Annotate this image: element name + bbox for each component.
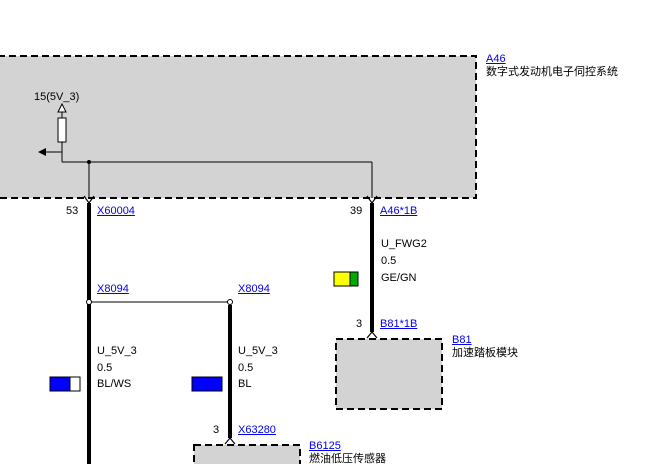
resistor-symbol xyxy=(57,117,67,143)
swatch-bl xyxy=(191,376,223,392)
sensor-connector-link[interactable]: X63280 xyxy=(238,424,276,436)
sensor-box xyxy=(193,444,301,464)
splice-right-link[interactable]: X8094 xyxy=(238,283,270,295)
pedal-connector-marker xyxy=(366,331,378,339)
splice-dot-left xyxy=(86,299,92,305)
sensor-id-link[interactable]: B6125 xyxy=(309,440,341,452)
wire-blws-gauge: 0.5 xyxy=(97,362,113,374)
wire-bl-gauge: 0.5 xyxy=(238,362,254,374)
ecu-left-connector-link[interactable]: X60004 xyxy=(97,205,135,217)
sensor-pin: 3 xyxy=(213,424,220,436)
output-arrow-head xyxy=(38,148,46,156)
ecu-left-pin: 53 xyxy=(66,205,79,217)
ecu-box xyxy=(0,55,477,199)
swatch-blws-a xyxy=(49,376,71,392)
wire-bl-color: BL xyxy=(238,378,252,390)
sensor-name: 燃油低压传感器 xyxy=(309,453,386,464)
splice-dot-right xyxy=(227,299,233,305)
supply-arrow-head xyxy=(57,102,67,113)
ecu-right-pin: 39 xyxy=(350,205,363,217)
swatch-fwg2-b xyxy=(349,271,359,287)
pedal-connector-link[interactable]: B81*1B xyxy=(380,318,418,330)
wire-bl-signal: U_5V_3 xyxy=(238,345,278,357)
ecu-id-link[interactable]: A46 xyxy=(486,53,506,65)
pedal-module-box xyxy=(335,338,443,410)
swatch-blws-b xyxy=(69,376,81,392)
ecu-name: 数字式发动机电子伺控系统 xyxy=(486,66,618,78)
wire-fwg2-color: GE/GN xyxy=(381,272,417,284)
wire-blws-signal: U_5V_3 xyxy=(97,345,137,357)
wire-fwg2-gauge: 0.5 xyxy=(381,255,397,267)
pedal-name: 加速踏板模块 xyxy=(452,347,518,359)
sensor-connector-marker xyxy=(224,437,236,445)
splice-left-link[interactable]: X8094 xyxy=(97,283,129,295)
pedal-id-link[interactable]: B81 xyxy=(452,334,472,346)
ecu-supply-label: 15(5V_3) xyxy=(34,91,80,103)
wire-blws-color: BL/WS xyxy=(97,378,132,390)
ecu-right-connector-link[interactable]: A46*1B xyxy=(380,205,418,217)
pedal-pin: 3 xyxy=(356,318,363,330)
wire-fwg2-signal: U_FWG2 xyxy=(381,238,427,250)
swatch-fwg2-a xyxy=(333,271,351,287)
